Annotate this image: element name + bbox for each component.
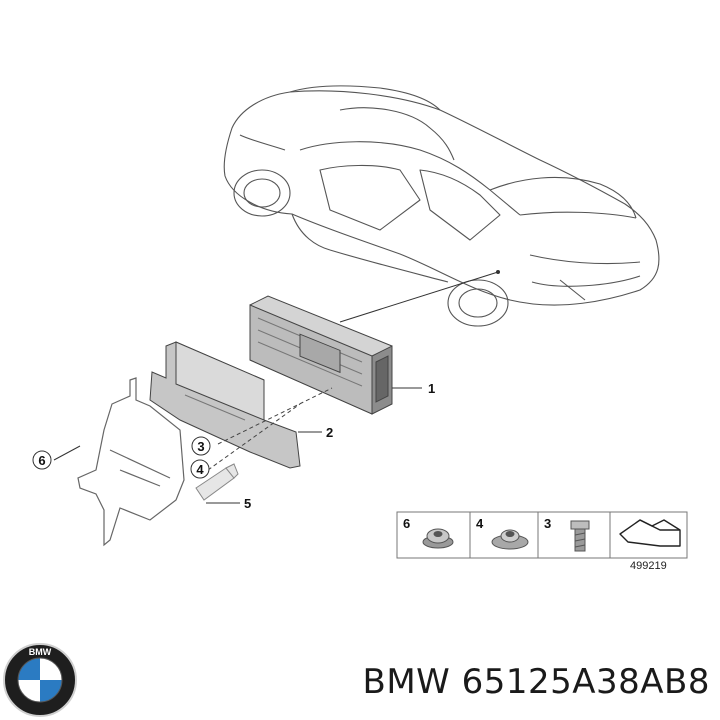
arrow-reference-icon [619,519,681,547]
bolt-icon [570,520,590,552]
svg-text:6: 6 [38,453,45,468]
stud-part [195,463,239,501]
car-outline [223,85,660,327]
control-module [249,295,393,415]
bmw-logo: BMW [3,643,77,717]
bmw-logo-text: BMW [29,647,52,657]
leader-car [339,271,499,323]
legend-item-6: 6 [403,516,410,531]
callout-5: 5 [244,496,251,511]
leader-6 [53,445,81,461]
caption-part-number: 65125A38AB8 [461,662,710,702]
svg-text:4: 4 [196,462,204,477]
callout-1: 1 [428,381,435,396]
mounting-bracket [149,341,301,469]
leader-dot [496,270,500,274]
flange-nut-icon [422,528,454,549]
reference-number: 499219 [630,560,667,572]
assembly-lines [207,387,333,471]
callout-2: 2 [326,425,333,440]
callout-6: 6 [32,450,52,470]
hardware-legend: 6 4 3 [396,511,688,559]
caption-brand: BMW [362,662,451,702]
callout-3: 3 [191,436,211,456]
svg-text:3: 3 [197,439,204,454]
callout-4: 4 [190,459,210,479]
legend-item-4: 4 [476,516,484,531]
part-caption: BMW 65125A38AB8 [363,662,711,702]
washer-nut-icon [491,529,529,550]
legend-item-3: 3 [544,516,551,531]
sub-bracket [77,377,185,547]
